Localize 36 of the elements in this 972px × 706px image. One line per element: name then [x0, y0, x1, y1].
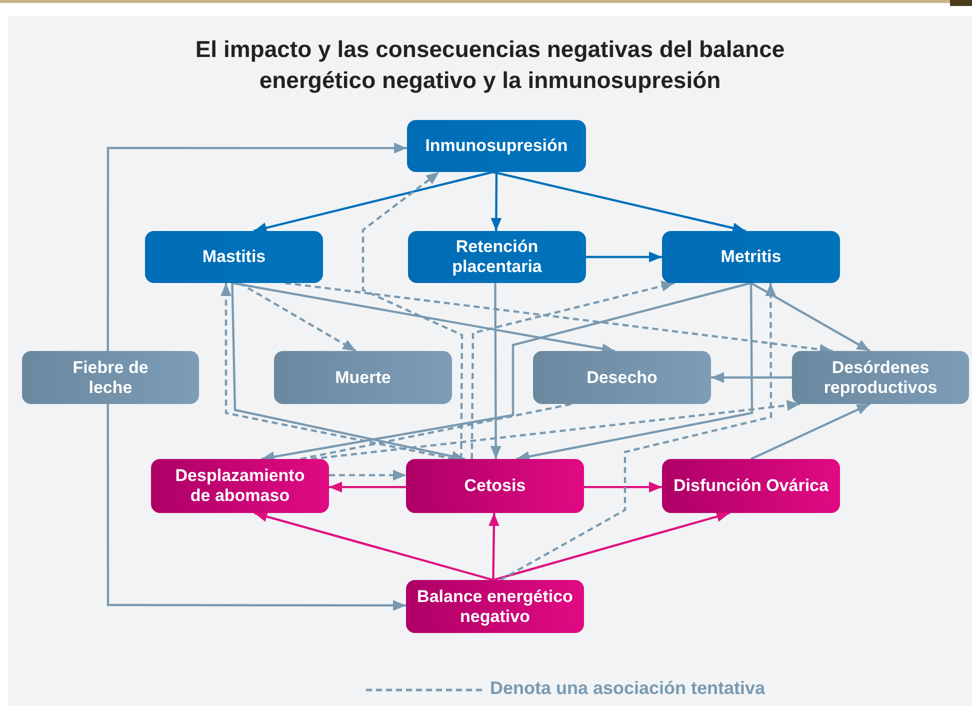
arrow	[254, 511, 494, 582]
arrow	[329, 482, 406, 492]
condition-box: Desplazamiento de abomaso	[151, 459, 329, 513]
arrow	[584, 482, 662, 492]
arrow	[490, 283, 502, 459]
condition-box: Desecho	[533, 351, 711, 404]
arrow	[492, 511, 730, 582]
condition-box: Fiebre de leche	[22, 351, 199, 404]
dashed-arrow	[470, 280, 675, 459]
condition-box: Metritis	[662, 231, 840, 283]
condition-box: Disfunción Ovárica	[662, 459, 840, 513]
arrow	[750, 282, 870, 352]
condition-box: Mastitis	[145, 231, 323, 283]
condition-box: Desórdenes reproductivos	[792, 351, 969, 404]
dashed-arrow	[238, 282, 356, 352]
arrow	[586, 252, 662, 262]
condition-box: Balance energético negativo	[406, 580, 584, 633]
dashed-arrow	[311, 400, 800, 460]
condition-box: Inmunosupresión	[407, 120, 586, 172]
arrow	[711, 372, 792, 383]
condition-box: Muerte	[274, 351, 452, 404]
dashed-arrow	[362, 171, 464, 459]
condition-box: Cetosis	[406, 459, 584, 513]
legend-label: Denota una asociación tentativa	[490, 678, 766, 699]
diagram-title: El impacto y las consecuencias negativas del balance energético negativo y la inmunosupresión	[194, 35, 786, 95]
arrow	[253, 170, 494, 234]
dashed-arrow	[500, 283, 776, 581]
arrow	[492, 170, 746, 234]
arrow	[106, 404, 406, 611]
arrow	[516, 283, 754, 462]
dashed-arrow	[329, 470, 406, 481]
arrow	[488, 512, 500, 580]
arrow	[490, 172, 502, 231]
arrow	[750, 403, 870, 460]
arrow	[106, 142, 407, 351]
condition-box: Retención placentaria	[408, 231, 586, 283]
